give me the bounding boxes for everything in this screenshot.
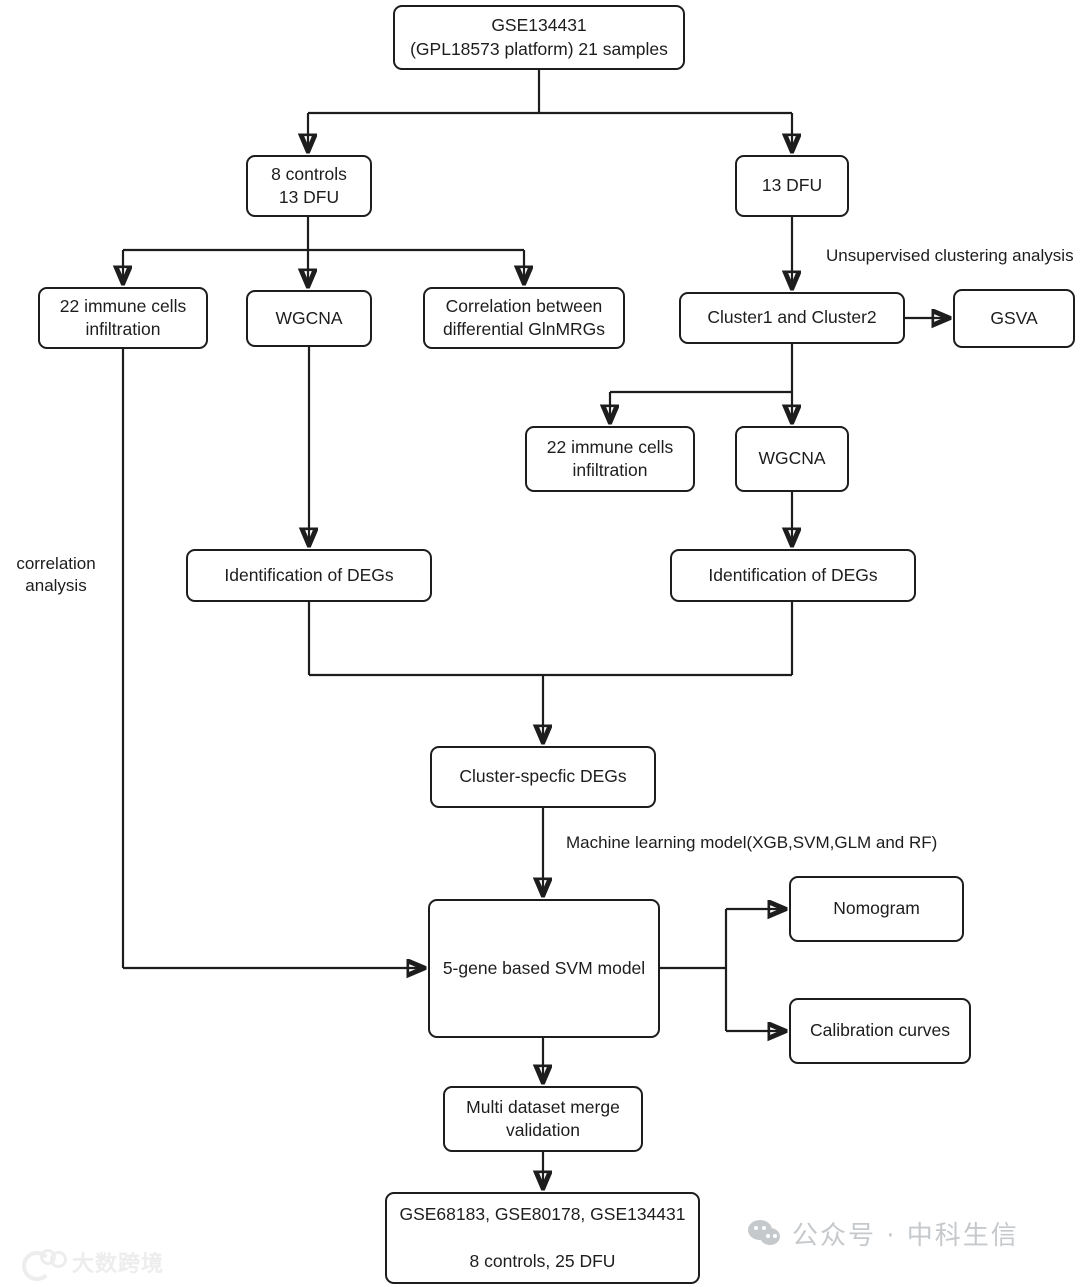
node-cluster-specific-degs[interactable]: Cluster-specfic DEGs — [430, 746, 656, 808]
node-clusters[interactable]: Cluster1 and Cluster2 — [679, 292, 905, 344]
node-immune-cells-left[interactable]: 22 immune cells infiltration — [38, 287, 208, 349]
node-immune-cells-right[interactable]: 22 immune cells infiltration — [525, 426, 695, 492]
brand-logo-icon — [22, 1249, 67, 1281]
node-wgcna-right[interactable]: WGCNA — [735, 426, 849, 492]
node-controls-dfu[interactable]: 8 controls 13 DFU — [246, 155, 372, 217]
wechat-icon — [748, 1219, 782, 1248]
node-final-datasets[interactable]: GSE68183, GSE80178, GSE134431 8 controls… — [385, 1192, 700, 1284]
node-degs-left[interactable]: Identification of DEGs — [186, 549, 432, 602]
edge-label-machine-learning: Machine learning model(XGB,SVM,GLM and R… — [566, 833, 938, 852]
watermark-bottom-left: 大数跨境 — [22, 1246, 165, 1281]
watermark-bottom-right: 公众号 · 中科生信 — [748, 1215, 1019, 1252]
node-calibration-curves[interactable]: Calibration curves — [789, 998, 971, 1064]
node-dataset-top[interactable]: GSE134431 (GPL18573 platform) 21 samples — [393, 5, 685, 70]
node-degs-right[interactable]: Identification of DEGs — [670, 549, 916, 602]
watermark-bottom-right-text: 公众号 · 中科生信 — [792, 1221, 1019, 1251]
node-nomogram[interactable]: Nomogram — [789, 876, 964, 942]
node-merge-validation[interactable]: Multi dataset merge validation — [443, 1086, 643, 1152]
node-correlation-glnmrgs[interactable]: Correlation between differential GlnMRGs — [423, 287, 625, 349]
edge-label-correlation-analysis: correlation analysis — [16, 554, 96, 596]
node-wgcna-left[interactable]: WGCNA — [246, 290, 372, 347]
node-dfu[interactable]: 13 DFU — [735, 155, 849, 217]
node-svm-model[interactable]: 5-gene based SVM model — [428, 899, 660, 1038]
node-gsva[interactable]: GSVA — [953, 289, 1075, 348]
edge-label-unsupervised-clustering: Unsupervised clustering analysis — [826, 246, 1074, 265]
watermark-bottom-left-text: 大数跨境 — [72, 1252, 165, 1277]
